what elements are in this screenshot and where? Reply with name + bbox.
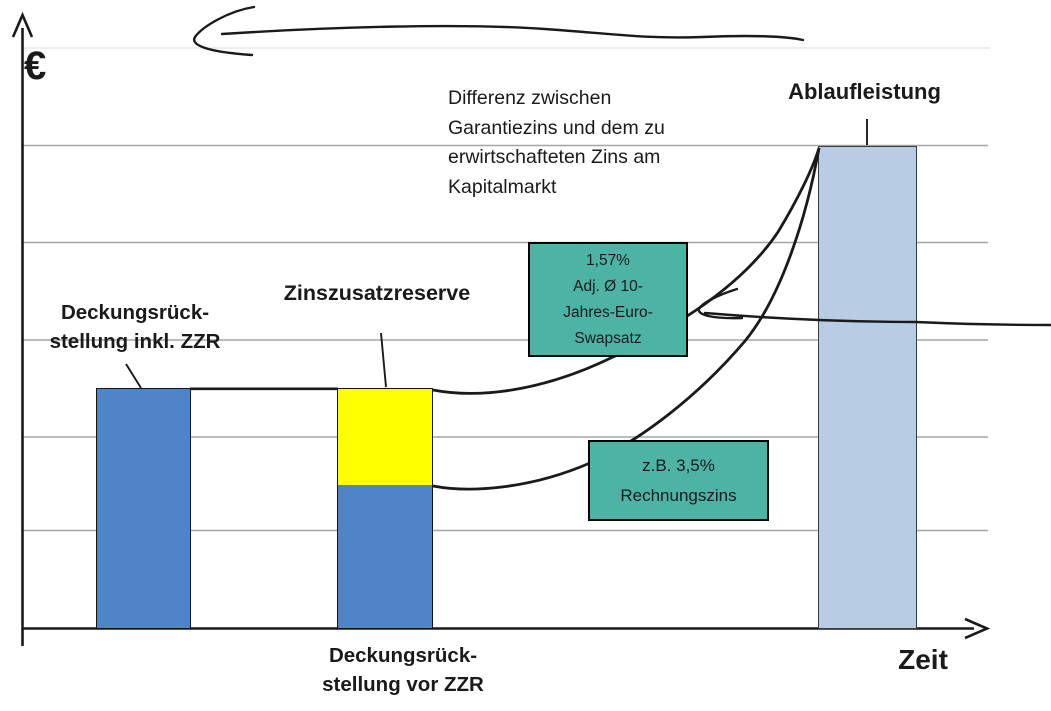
deckungsrueckstellung-vor-zzr-label: Deckungsrück- stellung vor ZZR	[296, 641, 510, 699]
annotation-differenz: Differenz zwischen Garantiezins und dem …	[448, 84, 718, 202]
scribble-arrow-top-icon	[193, 5, 805, 57]
annotation-line: Garantiezins und dem zu	[448, 116, 665, 139]
callout-swapsatz-line: Swapsatz	[574, 329, 642, 347]
deckungsrueckstellung-inkl-zzr-label: Deckungsrück- stellung inkl. ZZR	[26, 298, 244, 356]
bar-deckungsrueckstellung-inkl-zzr	[96, 388, 191, 629]
label-line: stellung vor ZZR	[322, 673, 484, 696]
callout-rechnungszins: z.B. 3,5% Rechnungszins	[588, 440, 769, 521]
label-line: Deckungsrück-	[60, 301, 210, 324]
x-axis-arrow-icon	[964, 617, 991, 640]
euro-axis-label: €	[24, 44, 47, 88]
bar-ablaufleistung	[818, 146, 917, 629]
bar-zinszusatzreserve-segment	[337, 388, 433, 486]
annotation-line: Differenz zwischen	[448, 87, 612, 109]
ablaufleistung-label: Ablaufleistung	[788, 79, 941, 104]
annotation-line: Kapitalmarkt	[448, 175, 557, 198]
annotation-line: erwirtschafteten Zins am	[448, 146, 661, 168]
leader-line-zinszusatzreserve-label	[380, 332, 387, 388]
zinszusatzreserve-label: Zinszusatzreserve	[283, 281, 471, 305]
label-line: stellung inkl. ZZR	[49, 330, 221, 353]
leader-line-left-bar-label	[125, 363, 142, 389]
bar-deckungsrueckstellung-vor-zzr-segment	[337, 485, 433, 629]
callout-swapsatz: 1,57% Adj. Ø 10- Jahres-Euro- Swapsatz	[528, 242, 688, 357]
time-axis-label: Zeit	[898, 644, 948, 675]
callout-swapsatz-line: Jahres-Euro-	[563, 303, 653, 321]
callout-swapsatz-line: Adj. Ø 10-	[573, 277, 643, 295]
callout-rechnungszins-line: Rechnungszins	[620, 485, 737, 505]
y-axis-arrow-icon	[11, 11, 34, 38]
callout-rechnungszins-line: z.B. 3,5%	[642, 455, 715, 475]
label-line: Deckungsrück-	[328, 644, 478, 667]
callout-swapsatz-line: 1,57%	[586, 251, 630, 269]
